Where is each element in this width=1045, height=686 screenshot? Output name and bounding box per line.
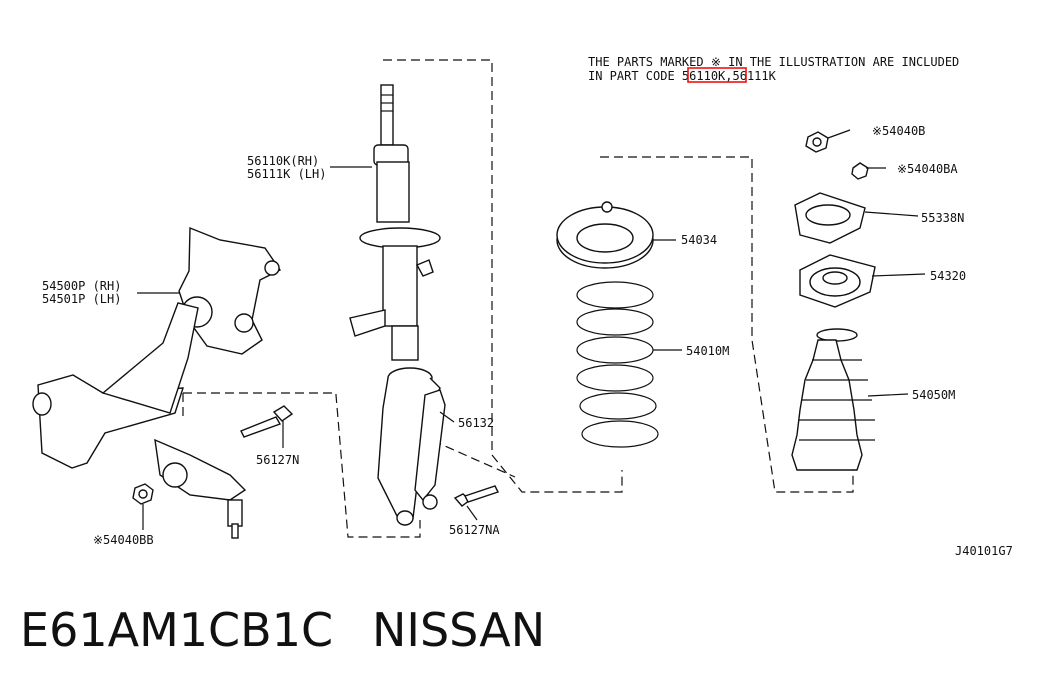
- label-knuckle-lh[interactable]: 54501P (LH): [42, 292, 121, 306]
- note-line-1: THE PARTS MARKED ※ IN THE ILLUSTRATION A…: [588, 55, 959, 69]
- bolt-56127n[interactable]: [240, 405, 294, 438]
- label-mount-54320[interactable]: 54320: [930, 269, 966, 283]
- label-bolt-56127na[interactable]: 56127NA: [449, 523, 500, 537]
- label-plate-55338n[interactable]: 55338N: [921, 211, 964, 225]
- highlighted-part-code[interactable]: 56110K: [682, 69, 726, 83]
- strut-group-outline: [383, 59, 623, 493]
- label-nut-54040b[interactable]: ※54040B: [872, 124, 925, 138]
- fork-56132[interactable]: [377, 367, 446, 526]
- coil-spring-54010m[interactable]: [576, 281, 659, 448]
- note-line-2-prefix: IN PART CODE: [588, 69, 682, 83]
- boot-54050m[interactable]: [791, 328, 875, 471]
- label-knuckle-rh[interactable]: 54500P (RH): [42, 279, 121, 293]
- fork-group-outline: [183, 392, 421, 538]
- label-boot-54050m[interactable]: 54050M: [912, 388, 955, 402]
- bolt-56127na[interactable]: [453, 485, 499, 507]
- diagram-code: J40101G7: [955, 544, 1013, 558]
- label-nut-54040bb[interactable]: ※54040BB: [93, 533, 154, 547]
- label-fork-56132[interactable]: 56132: [458, 416, 494, 430]
- mount-54320[interactable]: [799, 254, 876, 308]
- spring-seat-54034[interactable]: [556, 201, 654, 269]
- label-nut-54040ba[interactable]: ※54040BA: [897, 162, 958, 176]
- strut-assembly[interactable]: [349, 84, 441, 361]
- note-line-2-suffix: ,56111K: [725, 69, 776, 83]
- footer-brand: NISSAN: [372, 603, 545, 657]
- knuckle[interactable]: [178, 226, 282, 355]
- label-seat-54034[interactable]: 54034: [681, 233, 717, 247]
- label-spring-54010m[interactable]: 54010M: [686, 344, 729, 358]
- label-bolt-56127n[interactable]: 56127N: [256, 453, 299, 467]
- plate-55338n[interactable]: [794, 192, 866, 244]
- footer-code: E61AM1CB1C: [20, 603, 333, 657]
- lower-arm[interactable]: [32, 302, 247, 539]
- spring-group-outline: [600, 156, 854, 493]
- nut-54040ba[interactable]: [851, 162, 869, 180]
- leader-lines: [137, 129, 926, 530]
- nut-54040b[interactable]: [805, 131, 829, 153]
- note-line-2: IN PART CODE 56110K,56111K: [588, 69, 777, 83]
- label-strut-lh[interactable]: 56111K (LH): [247, 167, 326, 181]
- label-strut-rh[interactable]: 56110K(RH): [247, 154, 319, 168]
- nut-54040bb[interactable]: [132, 483, 154, 505]
- highlight-box: [687, 67, 747, 83]
